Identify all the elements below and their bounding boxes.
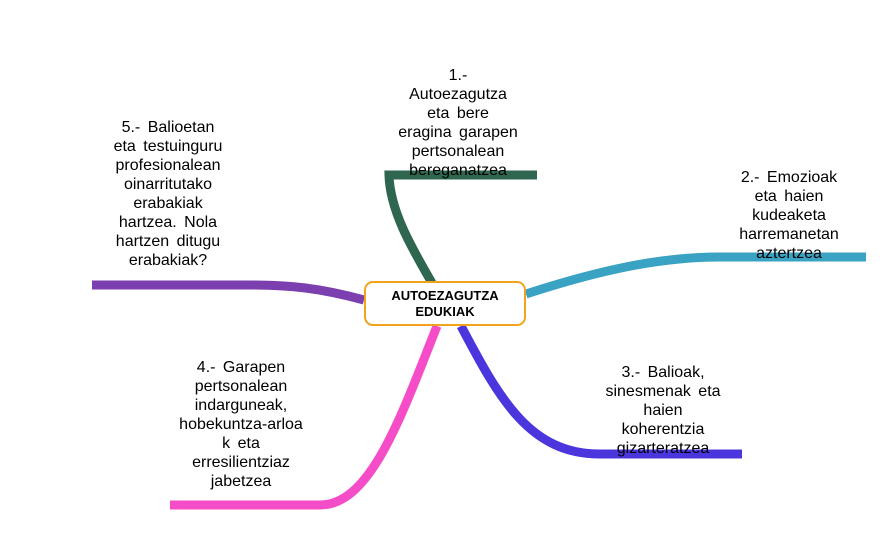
branch-line-2 [524, 252, 866, 299]
central-topic-label: AUTOEZAGUTZA EDUKIAK [391, 287, 499, 319]
branch-label-3: 3.- Balioak, sinesmenak eta haien kohere… [605, 364, 721, 457]
branch-line-5 [92, 280, 366, 305]
branch-line-1 [384, 170, 537, 286]
branch-line-4 [170, 324, 442, 510]
branch-label-4: 4.- Garapen pertsonalean indarguneak, ho… [179, 359, 303, 490]
branch-label-1: 1.- Autoezagutza eta bere eragina garape… [398, 67, 518, 179]
branch-line-3 [457, 323, 742, 459]
central-topic: AUTOEZAGUTZA EDUKIAK [364, 281, 526, 326]
branch-label-2: 2.- Emozioak eta haien kudeaketa harrema… [739, 169, 839, 262]
branch-label-5: 5.- Balioetan eta testuinguru profesiona… [113, 119, 223, 269]
